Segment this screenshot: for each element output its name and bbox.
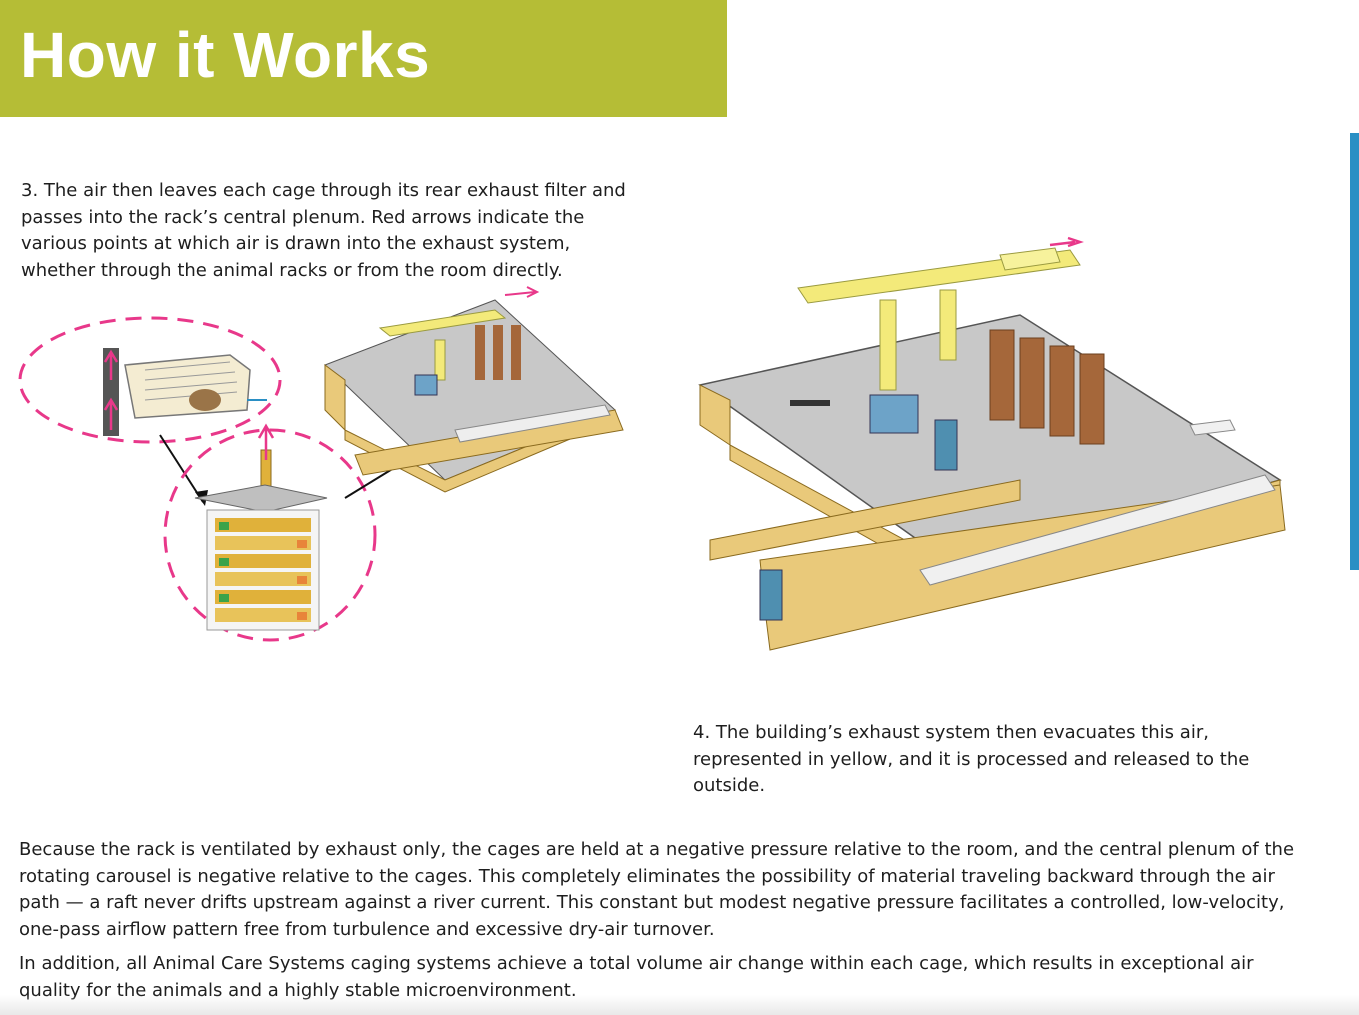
carousel-cage-tiers [215,518,311,622]
mouse-figure [189,389,221,411]
step-3-caption: 3. The air then leaves each cage through… [21,178,641,284]
room-duct [919,474,1276,586]
page-title: How it Works [20,19,431,91]
cage-detail-callout [18,316,282,444]
carousel-callout [163,428,377,642]
building-exhaust-illustration [698,236,1286,651]
side-accent-bar [1350,133,1359,570]
plenum-pipe [103,348,119,436]
body-paragraph-pressure: Because the rack is ventilated by exhaus… [19,837,1319,943]
header-banner: How it Works [0,0,727,117]
step-4-text: 4. The building’s exhaust system then ev… [693,722,1250,796]
body-paragraph-text: Because the rack is ventilated by exhaus… [19,839,1295,940]
biosafety-cabinet [869,394,919,434]
animal-racks [989,329,1105,445]
rack-exhaust-illustration [18,286,624,642]
small-floor-plan [324,286,624,493]
step-3-text: 3. The air then leaves each cage through… [21,180,626,281]
step-4-caption: 4. The building’s exhaust system then ev… [693,720,1293,800]
bottom-fade [0,995,1359,1015]
lab-table [790,400,830,406]
door [934,419,958,471]
